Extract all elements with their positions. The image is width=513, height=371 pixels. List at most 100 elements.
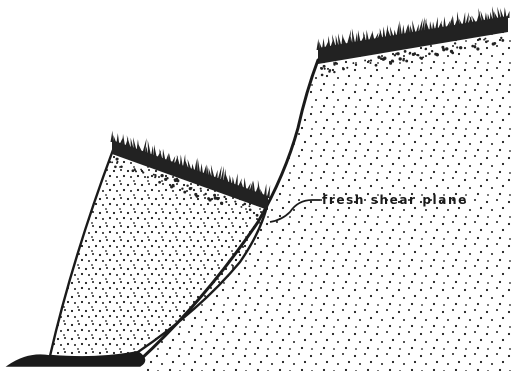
grass-tuft	[203, 164, 207, 175]
soil-stipple	[434, 53, 437, 56]
soil-stipple	[324, 68, 326, 70]
grass-tuft	[355, 33, 358, 44]
soil-stipple	[475, 43, 477, 45]
soil-stipple	[243, 203, 246, 206]
grass-tuft	[163, 149, 166, 161]
grass-tuft	[352, 28, 355, 44]
grass-tuft	[200, 163, 203, 174]
soil-stipple	[111, 161, 113, 163]
grass-tuft	[197, 158, 200, 174]
grass-tuft	[457, 11, 460, 26]
soil-stipple	[333, 71, 335, 73]
grass-tuft	[399, 20, 402, 36]
grass-tuft	[111, 131, 114, 142]
soil-stipple	[256, 214, 259, 217]
soil-stipple	[200, 188, 202, 190]
grass-tuft	[191, 164, 194, 171]
soil-stipple	[459, 46, 462, 49]
soil-stipple	[329, 69, 331, 71]
soil-stipple	[441, 46, 444, 49]
grass-tuft	[168, 153, 171, 163]
soil-stipple	[142, 171, 144, 173]
soil-stipple	[170, 185, 173, 188]
grass-tuft	[429, 21, 432, 31]
grass-tuft	[258, 180, 261, 195]
soil-stipple	[213, 194, 216, 197]
soil-stipple	[402, 59, 405, 62]
grass-tuft	[487, 14, 490, 22]
soil-stipple	[191, 187, 193, 189]
soil-stipple	[369, 62, 371, 64]
soil-stipple	[183, 191, 186, 194]
grass-tuft	[194, 159, 197, 172]
grass-tuft	[133, 137, 137, 150]
soil-stipple	[321, 74, 324, 77]
soil-stipple	[116, 161, 118, 163]
grass-tuft	[260, 189, 264, 196]
soil-stipple	[399, 57, 402, 60]
grass-tuft	[416, 24, 419, 33]
soil-stipple	[364, 60, 366, 62]
soil-stipple	[158, 181, 161, 184]
grass-tuft	[358, 30, 361, 43]
soil-stipple	[220, 202, 223, 205]
grass-tuft	[504, 7, 507, 18]
grass-tuft	[383, 26, 386, 38]
soil-stipple	[225, 201, 227, 203]
soil-stipple	[485, 41, 488, 44]
soil-stipple	[492, 42, 495, 45]
soil-stipple	[234, 201, 236, 203]
soil-stipple	[154, 174, 156, 176]
soil-stipple	[368, 60, 370, 62]
soil-stipple	[456, 46, 458, 48]
grass-tuft	[366, 30, 369, 42]
soil-stipple	[135, 170, 137, 172]
grass-tuft	[372, 31, 375, 41]
soil-stipple	[476, 47, 479, 50]
soil-stipple	[261, 212, 263, 214]
soil-stipple	[416, 54, 418, 56]
grass-tuft	[369, 33, 372, 41]
soil-stipple	[327, 68, 329, 70]
soil-stipple	[451, 52, 454, 55]
soil-stipple	[478, 38, 481, 41]
grass-tuft	[148, 140, 151, 156]
soil-stipple	[380, 57, 383, 60]
soil-stipple	[186, 184, 188, 186]
grass-tuft	[151, 146, 154, 157]
shear-plane-label: fresh shear plane	[322, 193, 468, 207]
soil-stipple	[249, 209, 252, 212]
soil-stipple	[500, 37, 502, 39]
soil-stipple	[154, 176, 156, 178]
soil-stipple	[405, 60, 408, 63]
soil-stipple	[431, 50, 433, 52]
soil-stipple	[392, 61, 394, 63]
soil-stipple	[352, 62, 354, 64]
soil-stipple	[336, 63, 338, 65]
grass-tuft	[180, 154, 183, 166]
soil-stipple	[483, 39, 485, 41]
soil-stipple	[346, 67, 348, 69]
soil-stipple	[216, 197, 219, 200]
soil-stipple	[454, 42, 456, 44]
soil-stipple	[197, 195, 199, 197]
soil-stipple	[370, 59, 372, 61]
grass-tuft	[459, 19, 463, 26]
grass-tuft	[229, 175, 232, 185]
grass-tuft	[462, 12, 465, 25]
grass-tuft	[363, 31, 366, 42]
grass-tuft	[235, 173, 238, 186]
grass-tuft	[385, 25, 388, 39]
grass-tuft	[317, 39, 320, 50]
soil-stipple	[160, 174, 163, 177]
grass-tuft	[394, 30, 397, 37]
grass-tuft	[338, 33, 342, 46]
soil-stipple	[248, 205, 250, 207]
soil-stipple	[471, 45, 474, 48]
soil-stipple	[445, 47, 448, 50]
grass-tuft	[217, 166, 221, 181]
soil-stipple	[383, 57, 386, 60]
soil-stipple	[389, 62, 392, 65]
grass-tuft	[154, 145, 157, 158]
soil-stipple	[262, 215, 265, 218]
